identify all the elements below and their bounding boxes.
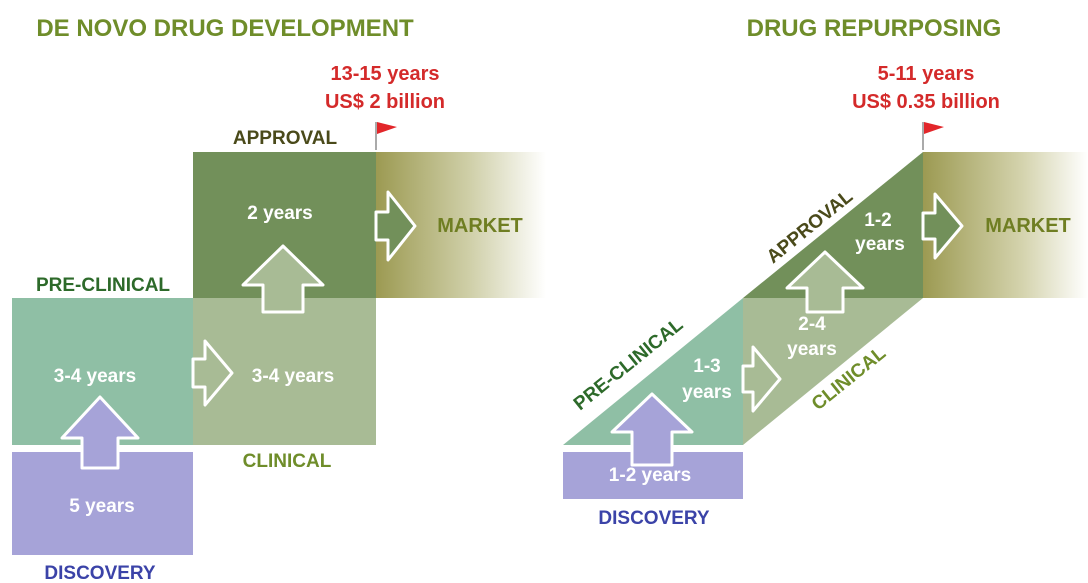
de-novo-market-label: MARKET bbox=[437, 215, 523, 237]
de-novo-clinical-duration: 3-4 years bbox=[252, 366, 334, 387]
de-novo-discovery-duration: 5 years bbox=[69, 496, 135, 517]
de-novo-discovery-label: DISCOVERY bbox=[44, 563, 156, 583]
repurposing-approval-duration-2: years bbox=[855, 234, 905, 255]
de-novo-preclinical-label: PRE-CLINICAL bbox=[36, 275, 170, 296]
repurposing-finish-flag-icon bbox=[922, 122, 944, 150]
repurposing-preclinical-duration-2: years bbox=[682, 382, 732, 403]
de-novo-approval-label: APPROVAL bbox=[233, 128, 338, 149]
repurposing-discovery-duration: 1-2 years bbox=[609, 465, 691, 486]
de-novo-preclinical-duration: 3-4 years bbox=[54, 366, 136, 387]
repurposing-right-arrow-icon bbox=[921, 192, 964, 260]
de-novo-panel: DE NOVO DRUG DEVELOPMENT 13-15 years US$… bbox=[12, 15, 546, 583]
repurposing-panel: DRUG REPURPOSING 5-11 years US$ 0.35 bil… bbox=[563, 15, 1088, 529]
de-novo-up-arrow-icon bbox=[60, 395, 140, 470]
de-novo-up-arrow-icon bbox=[241, 244, 325, 314]
repurposing-clinical-box bbox=[743, 298, 923, 445]
repurposing-discovery-label: DISCOVERY bbox=[598, 508, 710, 529]
repurposing-total-cost: US$ 0.35 billion bbox=[852, 91, 1000, 113]
repurposing-clinical-duration-1: 2-4 bbox=[798, 314, 826, 335]
de-novo-clinical-label: CLINICAL bbox=[243, 451, 332, 472]
repurposing-market-label: MARKET bbox=[985, 215, 1071, 237]
de-novo-right-arrow-icon bbox=[191, 339, 234, 407]
repurposing-title: DRUG REPURPOSING bbox=[747, 15, 1002, 42]
de-novo-total-time: 13-15 years bbox=[331, 63, 440, 85]
repurposing-approval-box bbox=[743, 152, 923, 298]
repurposing-up-arrow-icon bbox=[785, 250, 865, 314]
repurposing-preclinical-box bbox=[563, 298, 743, 445]
de-novo-title: DE NOVO DRUG DEVELOPMENT bbox=[36, 15, 414, 42]
de-novo-approval-duration: 2 years bbox=[247, 203, 313, 224]
repurposing-clinical-duration-2: years bbox=[787, 339, 837, 360]
de-novo-total-cost: US$ 2 billion bbox=[325, 91, 445, 113]
de-novo-right-arrow-icon bbox=[374, 190, 417, 262]
repurposing-total-time: 5-11 years bbox=[878, 63, 975, 85]
repurposing-approval-duration-1: 1-2 bbox=[864, 210, 891, 231]
de-novo-finish-flag-icon bbox=[375, 122, 397, 152]
repurposing-preclinical-duration-1: 1-3 bbox=[693, 356, 720, 377]
repurposing-right-arrow-icon bbox=[741, 345, 782, 413]
repurposing-up-arrow-icon bbox=[610, 392, 694, 467]
